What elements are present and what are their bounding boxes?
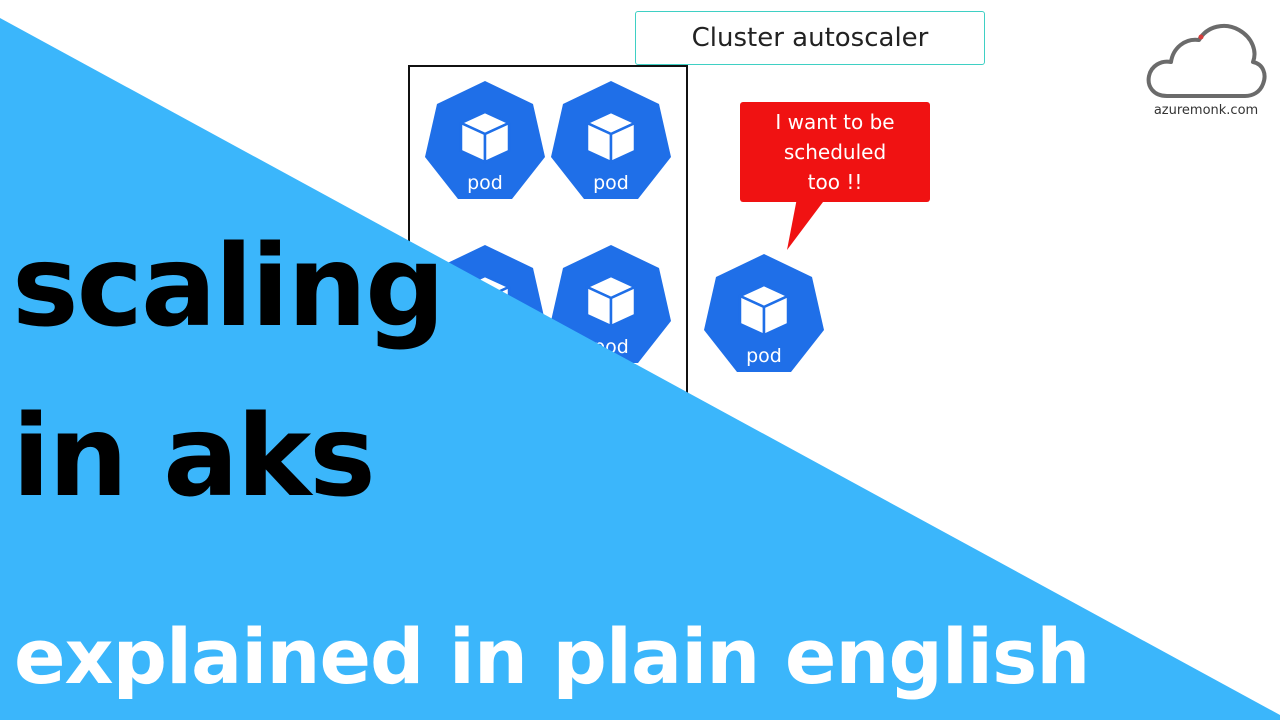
speech-bubble: I want to be scheduled too !! [740,102,930,202]
pod-label: pod [593,172,629,194]
brand-site-label: azuremonk.com [1153,103,1259,118]
subtitle: explained in plain english [14,612,1090,701]
speech-bubble-tail [787,198,826,250]
pending-pod-icon: pod [702,252,826,374]
pod-label: pod [467,172,503,194]
title-line-1: scaling [12,222,445,352]
title-line-2: in aks [12,392,376,522]
cluster-autoscaler-label: Cluster autoscaler [691,23,929,53]
speech-bubble-text: I want to be scheduled too !! [775,110,895,194]
pod-icon: pod [423,79,547,201]
pod-icon: pod [549,79,673,201]
pod-label: pod [746,345,782,367]
cloud-icon [1146,23,1267,98]
cluster-autoscaler-box: Cluster autoscaler [635,11,985,65]
